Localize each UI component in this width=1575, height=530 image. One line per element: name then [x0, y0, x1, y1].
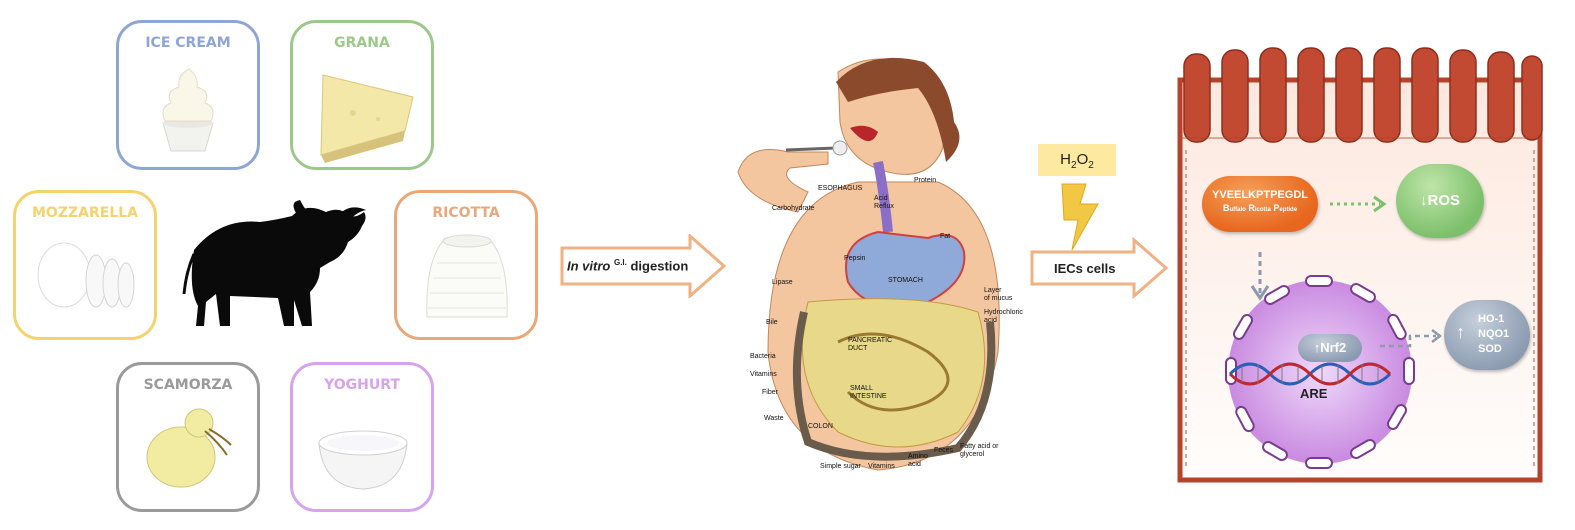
ricotta-icon [426, 234, 508, 318]
svg-text:Bacteria: Bacteria [750, 353, 776, 360]
peptide-badge: YVEELKPTPEGDL Buffalo Ricotta Peptide [1202, 176, 1318, 232]
peptide-sequence: YVEELKPTPEGDL [1212, 189, 1308, 201]
peptide-name: Buffalo Ricotta Peptide [1222, 203, 1298, 213]
ros-badge: ↓ROS [1396, 164, 1484, 238]
up-arrow-icon: ↑ [1456, 322, 1465, 342]
svg-text:Bile: Bile [766, 319, 778, 326]
intestinal-epithelial-cell [1177, 47, 1543, 483]
food-label: MOZZARELLA [32, 205, 138, 221]
svg-text:ESOPHAGUS: ESOPHAGUS [818, 185, 863, 192]
are-label: ARE [1300, 386, 1328, 401]
h2o2-box: H2O2 [1038, 144, 1116, 176]
svg-text:Vitamins: Vitamins [868, 463, 895, 470]
svg-text:Waste: Waste [764, 415, 784, 422]
mozzarella-icon [37, 242, 135, 308]
svg-text:STOMACH: STOMACH [888, 277, 923, 284]
food-box-scamorza: SCAMORZA [116, 362, 260, 512]
digestion-arrow [560, 234, 727, 298]
target-gene: SOD [1478, 343, 1502, 355]
target-genes-badge: ↑ HO-1 NQO1 SOD [1444, 300, 1530, 370]
svg-text:COLON: COLON [808, 423, 833, 430]
food-label: GRANA [334, 35, 390, 51]
svg-text:Simple sugar: Simple sugar [820, 463, 862, 470]
grana-cheese-icon [320, 74, 414, 163]
food-label: SCAMORZA [143, 377, 233, 393]
svg-text:Feces: Feces [934, 447, 954, 454]
digestion-arrow-label: In vitro G.I. digestion [567, 258, 689, 274]
svg-text:Lipase: Lipase [772, 279, 793, 286]
svg-text:Pepsin: Pepsin [844, 255, 866, 262]
lightning-bolt-icon [1061, 183, 1099, 251]
food-label: YOGHURT [324, 377, 400, 393]
food-box-yoghurt: YOGHURT [290, 362, 434, 512]
ice-cream-icon [162, 68, 214, 152]
svg-text:Fat: Fat [940, 233, 950, 240]
svg-text:Vitamins: Vitamins [750, 371, 777, 378]
food-label: RICOTTA [432, 205, 500, 221]
nrf2-badge: ↑Nrf2 [1298, 334, 1362, 362]
yoghurt-icon [318, 430, 408, 490]
food-box-grana: GRANA [290, 20, 434, 170]
buffalo-silhouette-icon [182, 200, 366, 326]
food-label: ICE CREAM [145, 35, 231, 51]
up-arrow-icon: ↑ [1313, 340, 1321, 355]
iec-cells-label: IECs cells [1054, 261, 1116, 276]
svg-text:Carbohydrate: Carbohydrate [772, 205, 815, 212]
svg-text:Fiber: Fiber [762, 389, 779, 396]
target-gene: HO-1 [1478, 313, 1505, 325]
iec-cells-arrow [1030, 236, 1169, 300]
food-box-ricotta: RICOTTA [394, 190, 538, 340]
target-gene: NQO1 [1478, 328, 1510, 340]
food-box-mozzarella: MOZZARELLA [13, 190, 157, 340]
svg-text:Protein: Protein [914, 177, 936, 184]
down-arrow-icon: ↓ [1419, 192, 1428, 209]
food-box-ice-cream: ICE CREAM [116, 20, 260, 170]
scamorza-icon [146, 408, 232, 488]
